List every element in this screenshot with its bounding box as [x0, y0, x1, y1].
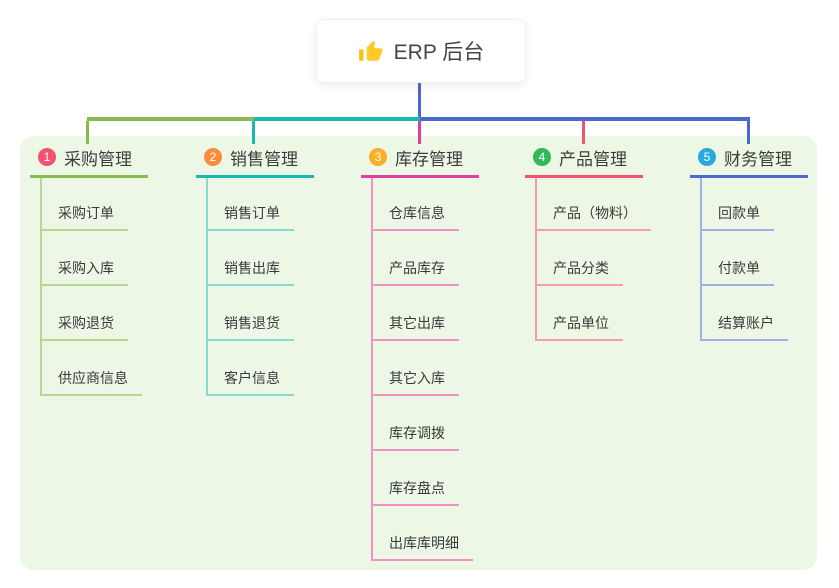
sub-item-label: 产品（物料）	[535, 203, 651, 231]
branch-children-line	[206, 178, 208, 396]
sub-item-label: 采购订单	[40, 203, 128, 231]
sub-item[interactable]: 销售订单	[206, 178, 294, 231]
branch-index-badge: 4	[533, 148, 551, 166]
branch-children-line	[700, 178, 702, 341]
connector-drop-sales	[252, 121, 255, 144]
sub-item[interactable]: 库存调拨	[371, 396, 473, 451]
sub-item[interactable]: 产品单位	[535, 286, 651, 341]
branch-children-list: 采购订单 采购入库 采购退货 供应商信息	[40, 178, 142, 396]
root-node[interactable]: ERP 后台	[316, 19, 526, 83]
branch-index-badge: 2	[204, 148, 222, 166]
branch-finance-header[interactable]: 5 财务管理	[690, 143, 808, 178]
branch-label: 库存管理	[395, 149, 463, 169]
branch-children-list: 产品（物料） 产品分类 产品单位	[535, 178, 651, 341]
sub-item-label: 其它入库	[371, 368, 459, 396]
sub-item[interactable]: 产品分类	[535, 231, 651, 286]
sub-item[interactable]: 销售退货	[206, 286, 294, 341]
sub-item[interactable]: 采购退货	[40, 286, 142, 341]
sub-item[interactable]: 库存盘点	[371, 451, 473, 506]
connector-drop-finance	[747, 121, 750, 144]
sub-item[interactable]: 出库库明细	[371, 506, 473, 561]
sub-item-label: 仓库信息	[371, 203, 459, 231]
sub-item-label: 结算账户	[700, 313, 788, 341]
connector-trunk-teal	[254, 117, 420, 121]
branch-index-badge: 1	[38, 148, 56, 166]
connector-root-drop	[418, 81, 421, 119]
sub-item[interactable]: 采购订单	[40, 178, 142, 231]
branch-index-badge: 5	[698, 148, 716, 166]
sub-item[interactable]: 产品库存	[371, 231, 473, 286]
branch-product-header[interactable]: 4 产品管理	[525, 143, 643, 178]
branch-children-line	[40, 178, 42, 396]
sub-item[interactable]: 供应商信息	[40, 341, 142, 396]
sub-item[interactable]: 结算账户	[700, 286, 788, 341]
branch-product: 4 产品管理 产品（物料） 产品分类 产品单位	[525, 143, 651, 341]
branch-sales: 2 销售管理 销售订单 销售出库 销售退货 客户信息	[196, 143, 314, 396]
connector-trunk-blue	[420, 117, 750, 121]
thumbs-up-icon	[358, 38, 384, 64]
connector-drop-inventory	[418, 121, 421, 144]
branch-finance: 5 财务管理 回款单 付款单 结算账户	[690, 143, 808, 341]
sub-item[interactable]: 回款单	[700, 178, 788, 231]
branch-label: 销售管理	[230, 149, 298, 169]
branch-inventory: 3 库存管理 仓库信息 产品库存 其它出库 其它入库 库存调拨 库存盘点 出库库…	[361, 143, 479, 561]
branch-index-badge: 3	[369, 148, 387, 166]
sub-item-label: 产品单位	[535, 313, 623, 341]
sub-item-label: 付款单	[700, 258, 774, 286]
sub-item-label: 库存调拨	[371, 423, 459, 451]
sub-item-label: 产品库存	[371, 258, 459, 286]
sub-item-label: 库存盘点	[371, 478, 459, 506]
connector-drop-purchase	[86, 121, 89, 144]
sub-item[interactable]: 其它出库	[371, 286, 473, 341]
sub-item-label: 其它出库	[371, 313, 459, 341]
connector-drop-product	[582, 121, 585, 144]
sub-item-label: 产品分类	[535, 258, 623, 286]
sub-item[interactable]: 客户信息	[206, 341, 294, 396]
branch-children-line	[535, 178, 537, 341]
branch-label: 财务管理	[724, 149, 792, 169]
branch-label: 采购管理	[64, 149, 132, 169]
branch-children-line	[371, 178, 373, 561]
branch-inventory-header[interactable]: 3 库存管理	[361, 143, 479, 178]
sub-item-label: 销售订单	[206, 203, 294, 231]
branch-purchase-header[interactable]: 1 采购管理	[30, 143, 148, 178]
sub-item-label: 采购入库	[40, 258, 128, 286]
sub-item-label: 客户信息	[206, 368, 294, 396]
branches-panel	[20, 136, 817, 570]
sub-item[interactable]: 仓库信息	[371, 178, 473, 231]
branch-children-list: 销售订单 销售出库 销售退货 客户信息	[206, 178, 294, 396]
branch-children-list: 仓库信息 产品库存 其它出库 其它入库 库存调拨 库存盘点 出库库明细	[371, 178, 473, 561]
sub-item-label: 采购退货	[40, 313, 128, 341]
branch-label: 产品管理	[559, 149, 627, 169]
sub-item[interactable]: 销售出库	[206, 231, 294, 286]
connector-trunk-green	[87, 117, 254, 121]
sub-item[interactable]: 产品（物料）	[535, 178, 651, 231]
branch-sales-header[interactable]: 2 销售管理	[196, 143, 314, 178]
sub-item-label: 出库库明细	[371, 533, 473, 561]
sub-item[interactable]: 采购入库	[40, 231, 142, 286]
branch-purchase: 1 采购管理 采购订单 采购入库 采购退货 供应商信息	[30, 143, 148, 396]
sub-item-label: 销售退货	[206, 313, 294, 341]
sub-item-label: 销售出库	[206, 258, 294, 286]
sub-item-label: 回款单	[700, 203, 774, 231]
sub-item[interactable]: 付款单	[700, 231, 788, 286]
root-label: ERP 后台	[393, 41, 485, 64]
branch-children-list: 回款单 付款单 结算账户	[700, 178, 788, 341]
sub-item-label: 供应商信息	[40, 368, 142, 396]
sub-item[interactable]: 其它入库	[371, 341, 473, 396]
